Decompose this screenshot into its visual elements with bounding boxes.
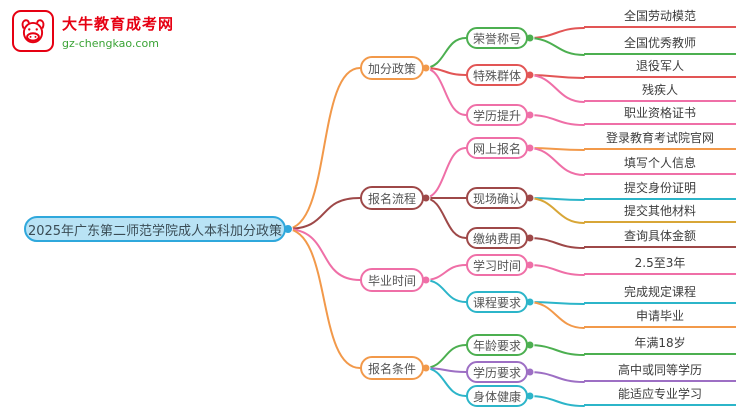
connector-line [527,301,585,329]
connector-line [527,371,585,383]
leaf-apply-graduation: 申请毕业 [584,308,736,328]
site-logo[interactable]: 大牛教育成考网 gz-chengkao.com [12,10,174,52]
subtopic-education-requirement: 学历要求 [466,361,528,383]
subtopic-education-improvement: 学历提升 [466,104,528,126]
subtopic-honorary-titles: 荣誉称号 [466,27,528,49]
leaf-national-labor-model: 全国劳动模范 [584,8,736,28]
connector-line [423,197,467,239]
leaf-fill-personal-info: 填写个人信息 [584,155,736,175]
subtopic-special-groups: 特殊群体 [466,64,528,86]
subtopic-course-requirements: 课程要求 [466,291,528,313]
connector-line [527,114,585,126]
connector-line [527,74,585,103]
leaf-age-18: 年满18岁 [584,335,736,355]
connector-line [527,264,585,276]
logo-domain: gz-chengkao.com [62,36,159,50]
connector-line [527,147,585,176]
connector-line [527,37,585,56]
leaf-vocational-certificate: 职业资格证书 [584,105,736,125]
connector-line [527,197,585,224]
branch-bonus-policy: 加分政策 [360,56,424,80]
leaf-check-amount: 查询具体金额 [584,228,736,248]
subtopic-study-duration: 学习时间 [466,254,528,276]
connector-line [285,228,361,369]
logo-text: 大牛教育成考网 gz-chengkao.com [62,13,174,50]
root-topic: 2025年广东第二师范学院成人本科加分政策 [24,216,286,242]
leaf-complete-courses: 完成规定课程 [584,284,736,304]
connector-line [527,27,585,39]
connector-line [423,37,467,69]
bull-icon [21,19,45,44]
connector-line [527,344,585,356]
subtopic-onsite-confirmation: 现场确认 [466,187,528,209]
subtopic-pay-fees: 缴纳费用 [466,227,528,249]
leaf-adapt-to-study: 能适应专业学习 [584,386,736,406]
leaf-high-school-equivalent: 高中或同等学历 [584,362,736,382]
connector-line [285,228,361,281]
leaf-duration-2-5-to-3-years: 2.5至3年 [584,255,736,275]
subtopic-health: 身体健康 [466,385,528,407]
branch-graduation-time: 毕业时间 [360,268,424,292]
connector-line [423,147,467,199]
connector-line [285,67,361,230]
connector-line [423,279,467,303]
leaf-national-excellent-teacher: 全国优秀教师 [584,35,736,55]
subtopic-age-requirement: 年龄要求 [466,334,528,356]
connector-line [285,197,361,230]
logo-title: 大牛教育成考网 [62,14,175,33]
leaf-disabled: 残疾人 [584,82,736,102]
branch-registration-requirements: 报名条件 [360,356,424,380]
connector-line [527,237,585,249]
subtopic-online-registration: 网上报名 [466,137,528,159]
connector-line [423,264,467,281]
bull-logo-icon [12,10,54,52]
leaf-login-official-site: 登录教育考试院官网 [584,130,736,150]
connector-line [423,344,467,369]
connector-line [527,395,585,407]
leaf-veterans: 退役军人 [584,58,736,78]
leaf-submit-id: 提交身份证明 [584,180,736,200]
leaf-submit-other-materials: 提交其他材料 [584,203,736,223]
branch-registration-process: 报名流程 [360,186,424,210]
